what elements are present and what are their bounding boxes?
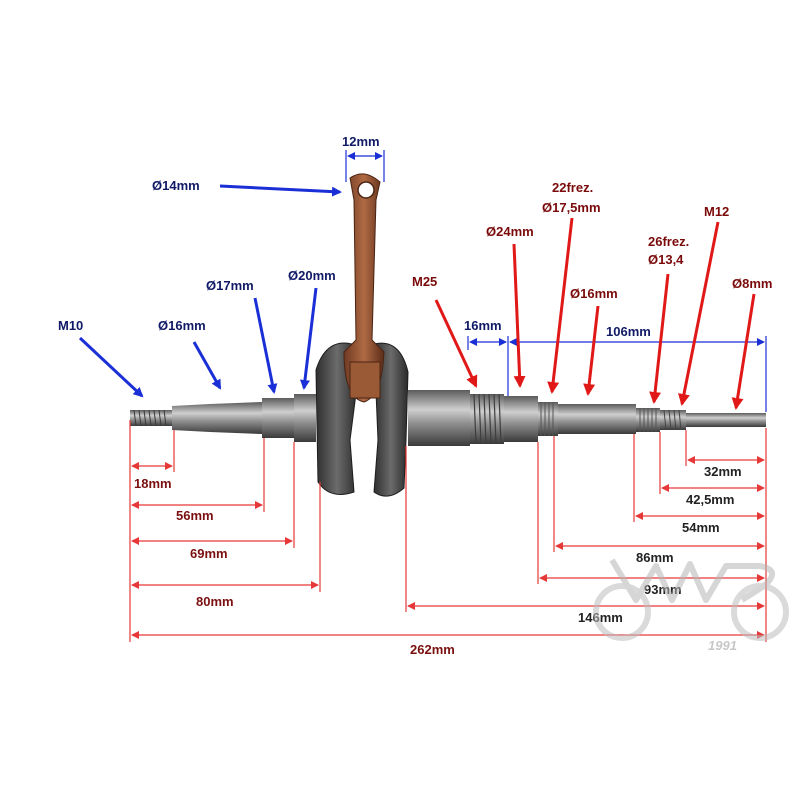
big-end-bearing — [349, 361, 381, 399]
left-collar — [294, 394, 316, 442]
spline-22-lines — [540, 402, 554, 436]
dim-32mm-label: 32mm — [704, 464, 742, 479]
label-d14: Ø14mm — [152, 178, 200, 193]
m25-thread-lines — [473, 393, 502, 445]
dim-54mm-label: 54mm — [682, 520, 720, 535]
d24-section — [504, 396, 538, 442]
left-bearing-seat — [262, 398, 294, 438]
d8-tip — [686, 413, 766, 427]
label-16mm: 16mm — [464, 318, 502, 333]
watermark-year: 1991 — [708, 638, 737, 653]
label-d17: Ø17mm — [206, 278, 254, 293]
watermark-brand-mark — [609, 558, 775, 603]
label-d16-left: Ø16mm — [158, 318, 206, 333]
label-106mm: 106mm — [606, 324, 651, 339]
dim-69mm-label: 69mm — [190, 546, 228, 561]
d24-arrow — [512, 243, 526, 388]
left-thread-lines — [133, 409, 167, 427]
crankshaft-part — [130, 173, 766, 497]
label-d24: Ø24mm — [486, 224, 534, 239]
dim-425mm-label: 42,5mm — [686, 492, 734, 507]
label-d175: Ø17,5mm — [542, 200, 601, 215]
right-main-journal — [408, 390, 470, 446]
m12-thread-lines — [663, 409, 682, 431]
blue-labels: M10 Ø16mm Ø17mm Ø20mm Ø14mm 12mm 16mm 10… — [58, 134, 651, 339]
frez26-arrow — [649, 273, 670, 404]
dim-18mm-label: 18mm — [134, 476, 172, 491]
watermark-wheel-left — [593, 583, 651, 641]
red-labels: M25 Ø24mm 22frez. Ø17,5mm Ø16mm 26frez. … — [412, 180, 772, 301]
watermark-wheel-right — [731, 583, 789, 641]
d8-arrow — [731, 293, 756, 410]
label-22frez: 22frez. — [552, 180, 593, 195]
m25-arrow — [434, 299, 478, 388]
frez22-arrow — [547, 217, 574, 394]
small-end-eye — [357, 181, 375, 199]
label-12mm: 12mm — [342, 134, 380, 149]
label-m25: M25 — [412, 274, 437, 289]
label-m12: M12 — [704, 204, 729, 219]
label-d8: Ø8mm — [732, 276, 772, 291]
d16-left-arrow — [192, 341, 222, 390]
dim-86mm-label: 86mm — [636, 550, 674, 565]
dim-56mm-label: 56mm — [176, 508, 214, 523]
label-d20: Ø20mm — [288, 268, 336, 283]
dimension-lines — [129, 420, 767, 642]
spline-26-lines — [639, 408, 657, 432]
label-26frez: 26frez. — [648, 234, 689, 249]
d17-arrow — [253, 297, 278, 394]
label-m10: M10 — [58, 318, 83, 333]
left-taper — [172, 402, 262, 434]
m10-arrow — [78, 336, 144, 398]
dim-262mm-label: 262mm — [410, 642, 455, 657]
d16-right-arrow — [583, 305, 600, 396]
d20-arrow — [299, 287, 318, 390]
blue-annotations — [78, 150, 767, 412]
dimension-labels: 18mm 56mm 69mm 80mm 262mm 32mm 42,5mm 54… — [134, 464, 742, 657]
brand-watermark-logo: 1991 — [593, 558, 789, 653]
d14-arrow — [219, 184, 342, 197]
red-annotations — [434, 217, 756, 410]
right-crank-web — [373, 342, 409, 497]
label-d134: Ø13,4 — [648, 252, 684, 267]
dim-80mm-label: 80mm — [196, 594, 234, 609]
label-d16-right: Ø16mm — [570, 286, 618, 301]
dim-146mm-label: 146mm — [578, 610, 623, 625]
m12-arrow — [678, 221, 720, 406]
d16-section — [558, 404, 636, 434]
